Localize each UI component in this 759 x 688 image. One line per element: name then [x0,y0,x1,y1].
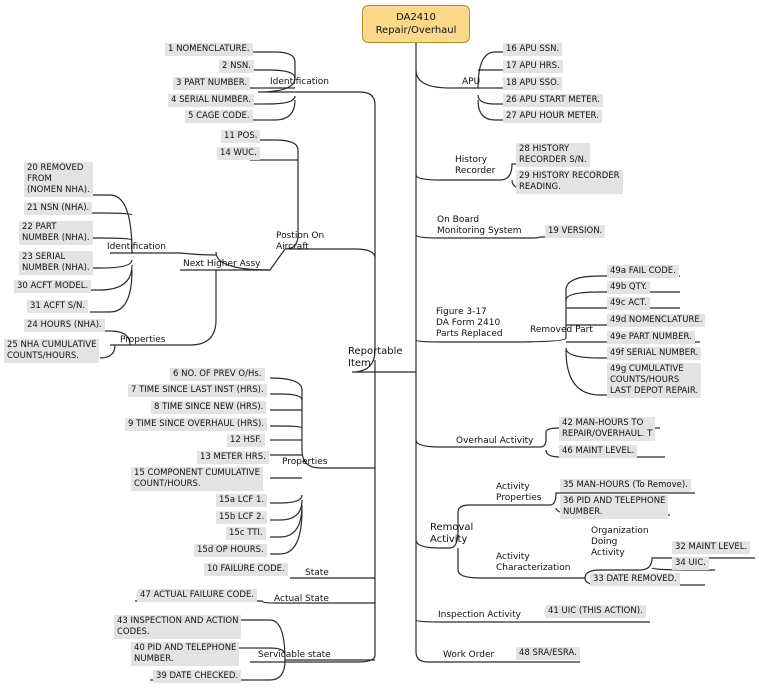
leaf-2-nsn[interactable]: 2 NSN. [219,60,254,73]
leaf-48-sra-esra[interactable]: 48 SRA/ESRA. [516,647,580,660]
leaf-9-time-since-overhaul[interactable]: 9 TIME SINCE OVERHAUL (HRS). [125,418,268,431]
work-order-node[interactable]: Work Order [443,650,495,660]
leaf-36-pid-telephone[interactable]: 36 PID AND TELEPHONE NUMBER. [560,495,669,519]
leaf-23-serial-number-nha[interactable]: 23 SERIAL NUMBER (NHA). [19,251,93,275]
leaf-15c-tti[interactable]: 15c TTI. [226,527,266,540]
overhaul-activity-node[interactable]: Overhaul Activity [456,436,534,446]
leaf-49d-nomenclature[interactable]: 49d NOMENCLATURE. [607,314,706,327]
reportable-item-node[interactable]: Reportable Item [348,346,403,369]
leaf-33-date-removed[interactable]: 33 DATE REMOVED. [590,573,680,586]
leaf-15-component-cumulative[interactable]: 15 COMPONENT CUMULATIVE COUNT/HOURS. [131,467,263,491]
leaf-29-history-recorder-reading[interactable]: 29 HISTORY RECORDER READING. [516,170,623,194]
leaf-49f-serial-number[interactable]: 49f SERIAL NUMBER. [607,347,702,360]
next-higher-assy-node[interactable]: Next Higher Assy [183,259,261,269]
root-node[interactable]: DA2410 Repair/Overhaul [362,5,470,43]
nha-properties-node[interactable]: Properties [120,335,166,345]
leaf-49c-act[interactable]: 49c ACT. [607,297,650,310]
leaf-25-nha-cumulative[interactable]: 25 NHA CUMULATIVE COUNTS/HOURS. [4,339,100,363]
servicable-state-node[interactable]: Servicable state [258,650,331,660]
leaf-4-serial-number[interactable]: 4 SERIAL NUMBER. [168,94,254,107]
leaf-22-part-number-nha[interactable]: 22 PART NUMBER (NHA). [19,221,93,245]
leaf-27-apu-hour-meter[interactable]: 27 APU HOUR METER. [503,110,602,123]
figure-parts-replaced-node[interactable]: Figure 3-17 DA Form 2410 Parts Replaced [436,307,503,339]
properties-node[interactable]: Properties [282,457,328,467]
leaf-15b-lcf2[interactable]: 15b LCF 2. [216,511,268,524]
leaf-31-acft-sn[interactable]: 31 ACFT S/N. [27,300,89,313]
leaf-42-man-hours-repair[interactable]: 42 MAN-HOURS TO REPAIR/OVERHAUL. T [559,417,656,441]
state-node[interactable]: State [305,568,329,578]
leaf-41-uic-this-action[interactable]: 41 UIC (THIS ACTION). [545,605,646,618]
leaf-15d-op-hours[interactable]: 15d OP HOURS. [194,544,267,557]
apu-node[interactable]: APU [462,77,481,87]
removal-activity-node[interactable]: Removal Activity [430,522,474,545]
leaf-35-man-hours-remove[interactable]: 35 MAN-HOURS (To Remove). [560,479,691,492]
leaf-15a-lcf1[interactable]: 15a LCF 1. [216,494,268,507]
leaf-5-cage-code[interactable]: 5 CAGE CODE. [185,110,253,123]
nha-identification-node[interactable]: Identification [107,242,167,252]
history-recorder-node[interactable]: History Recorder [455,155,496,176]
leaf-10-failure-code[interactable]: 10 FAILURE CODE. [204,563,288,576]
leaf-28-history-recorder-sn[interactable]: 28 HISTORY RECORDER S/N. [516,143,590,167]
position-on-aircraft-node[interactable]: Postion On Aircraft [276,231,325,252]
leaf-30-acft-model[interactable]: 30 ACFT MODEL. [14,280,92,293]
leaf-47-actual-failure-code[interactable]: 47 ACTUAL FAILURE CODE. [137,589,257,602]
actual-state-node[interactable]: Actual State [274,594,329,604]
leaf-7-time-since-last-inst[interactable]: 7 TIME SINCE LAST INST (HRS). [128,384,267,397]
leaf-24-hours-nha[interactable]: 24 HOURS (NHA). [24,319,105,332]
onboard-monitoring-node[interactable]: On Board Monitoring System [437,215,522,236]
inspection-activity-node[interactable]: Inspection Activity [438,610,522,620]
leaf-14-wuc[interactable]: 14 WUC. [217,147,260,160]
leaf-3-part-number[interactable]: 3 PART NUMBER. [173,77,251,90]
leaf-49g-cumulative-counts[interactable]: 49g CUMULATIVE COUNTS/HOURS LAST DEPOT R… [607,363,702,398]
activity-characterization-node[interactable]: Activity Characterization [496,552,571,573]
leaf-6-no-prev-ohs[interactable]: 6 NO. OF PREV O/Hs. [170,368,265,381]
removed-part-node[interactable]: Removed Part [530,325,593,335]
leaf-21-nsn-nha[interactable]: 21 NSN (NHA). [24,202,93,215]
identification-node[interactable]: Identification [270,77,330,87]
leaf-1-nomenclature[interactable]: 1 NOMENCLATURE. [165,43,253,56]
activity-properties-node[interactable]: Activity Properties [496,482,542,503]
leaf-32-maint-level[interactable]: 32 MAINT LEVEL. [672,541,751,554]
leaf-11-pos[interactable]: 11 POS. [221,130,261,143]
leaf-12-hsf[interactable]: 12 HSF. [227,434,265,447]
leaf-18-apu-sso[interactable]: 18 APU SSO. [503,77,563,90]
leaf-49e-part-number[interactable]: 49e PART NUMBER. [607,331,695,344]
leaf-49b-qty[interactable]: 49b QTY. [607,281,650,294]
leaf-8-time-since-new[interactable]: 8 TIME SINCE NEW (HRS). [151,401,267,414]
leaf-16-apu-ssn[interactable]: 16 APU SSN. [503,43,563,56]
leaf-26-apu-start-meter[interactable]: 26 APU START METER. [503,94,603,107]
leaf-40-pid-telephone[interactable]: 40 PID AND TELEPHONE NUMBER. [131,642,240,666]
leaf-46-maint-level[interactable]: 46 MAINT LEVEL. [559,445,638,458]
leaf-39-date-checked[interactable]: 39 DATE CHECKED. [153,670,242,683]
leaf-43-inspection-action-codes[interactable]: 43 INSPECTION AND ACTION CODES. [114,615,242,639]
organization-doing-activity-node[interactable]: Organization Doing Activity [591,526,649,558]
leaf-19-version[interactable]: 19 VERSION. [545,225,606,238]
leaf-20-removed-from[interactable]: 20 REMOVED FROM (NOMEN NHA). [24,162,93,197]
leaf-49a-fail-code[interactable]: 49a FAIL CODE. [607,265,679,278]
leaf-17-apu-hrs[interactable]: 17 APU HRS. [503,60,563,73]
leaf-13-meter-hrs[interactable]: 13 METER HRS. [197,451,269,464]
leaf-34-uic[interactable]: 34 UIC. [672,557,709,570]
